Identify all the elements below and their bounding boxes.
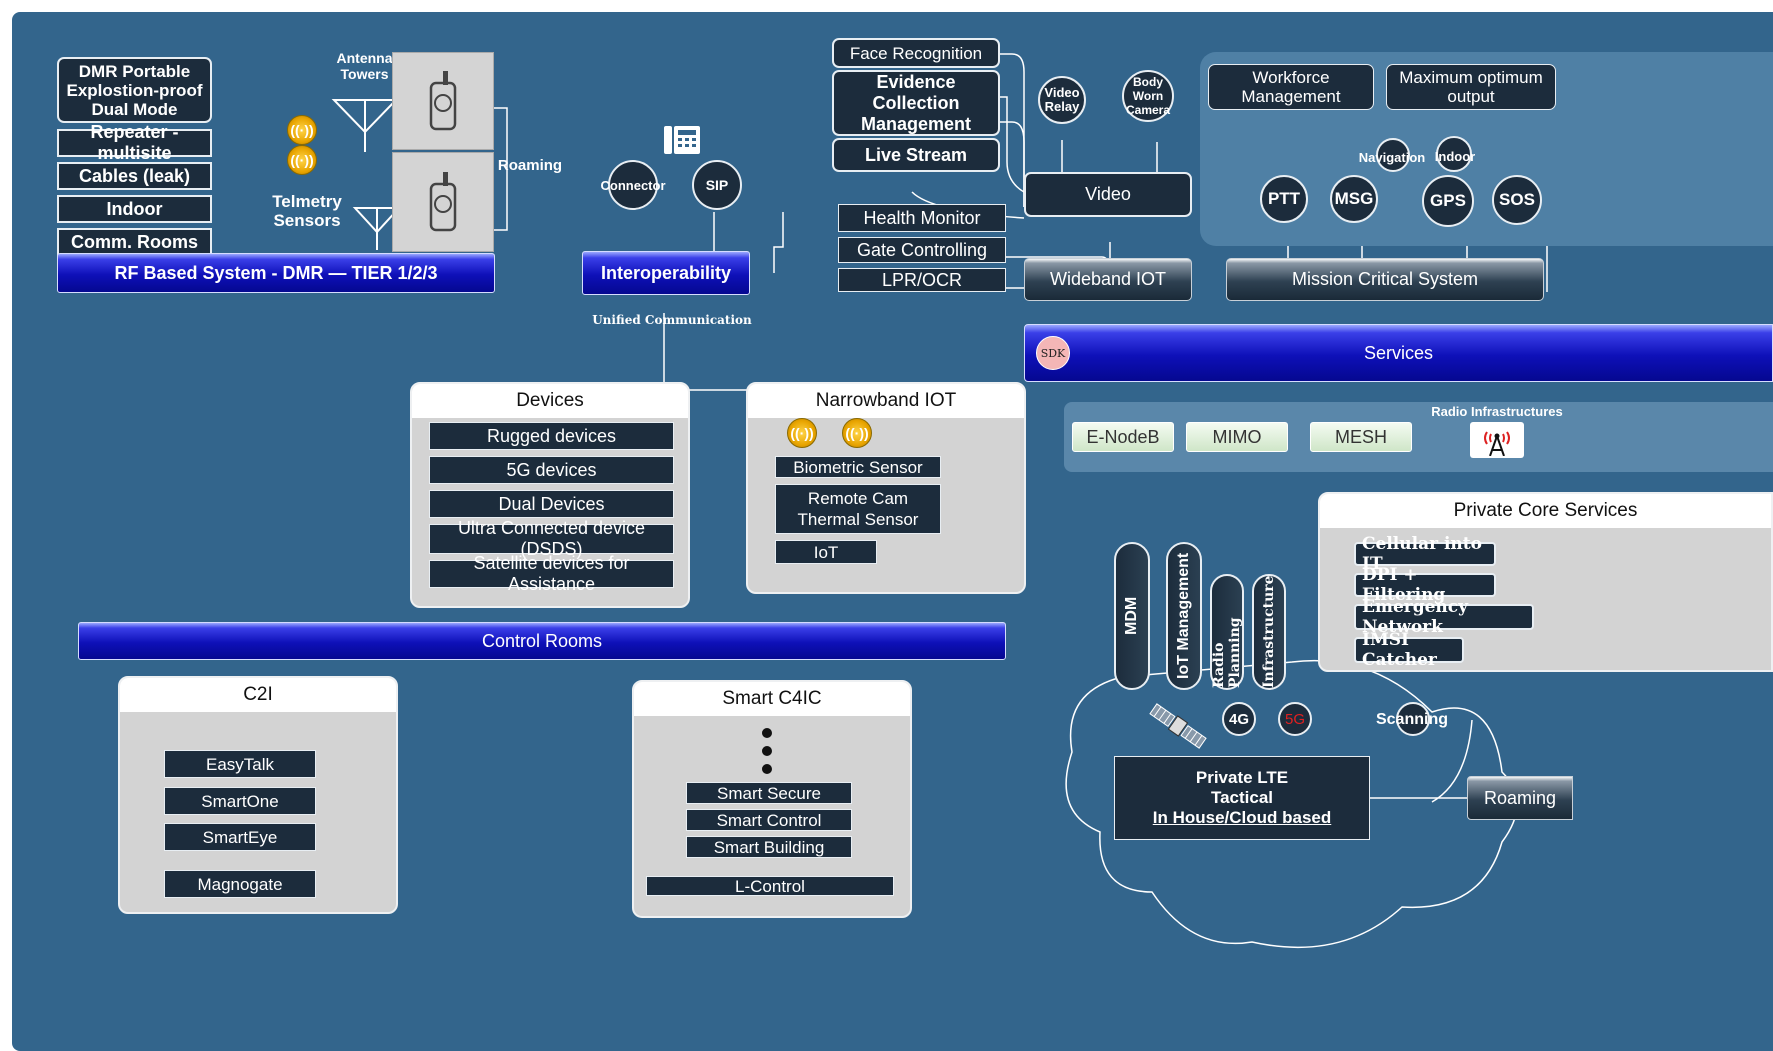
health-monitor-box: Health Monitor xyxy=(838,204,1006,232)
core-item: Cellular into IT xyxy=(1354,534,1496,574)
device-item: Rugged devices xyxy=(429,422,674,450)
radio-handset-icon xyxy=(392,152,494,252)
ptt-node: PTT xyxy=(1260,175,1308,223)
gate-controlling-box: Gate Controlling xyxy=(838,237,1006,263)
private-core-title: Private Core Services xyxy=(1320,494,1771,528)
connector-node: Connector xyxy=(601,160,666,210)
mission-critical-bar: Mission Critical System xyxy=(1226,258,1544,301)
telemetry-sensors-label: Telmetry Sensors xyxy=(272,192,342,230)
tactical-line: Tactical xyxy=(1210,788,1274,807)
msg-node: MSG xyxy=(1330,175,1378,223)
lte-roaming-bar: Roaming xyxy=(1467,776,1573,820)
c2i-item: SmartOne xyxy=(164,787,316,815)
maximum-output-box: Maximum optimum output xyxy=(1386,64,1556,110)
mdm-pill: MDM xyxy=(1114,542,1150,690)
antenna-towers-label: Antenna Towers xyxy=(336,50,393,82)
rf-item-indoor: Indoor xyxy=(57,195,212,223)
services-bar: Services xyxy=(1024,324,1773,382)
c2i-item: EasyTalk xyxy=(164,750,316,778)
radio-planning-pill: Radio Planning xyxy=(1210,574,1244,690)
core-item: Emergency Network xyxy=(1354,597,1534,637)
c4ic-item: Smart Secure xyxy=(686,782,852,804)
infrastructure-pill: Infrastructure xyxy=(1252,574,1286,690)
dmr-portable-box: DMR Portable Explostion-proof Dual Mode xyxy=(57,57,212,123)
4g-node: 4G xyxy=(1222,702,1256,736)
control-rooms-bar: Control Rooms xyxy=(78,622,1006,660)
private-lte-box: Private LTE Tactical In House/Cloud base… xyxy=(1114,756,1370,840)
body-camera-node: Body Worn Camera xyxy=(1122,70,1174,122)
private-lte-line: Private LTE xyxy=(1195,768,1289,787)
enodeb-item: E-NodeB xyxy=(1072,422,1174,452)
cloud-based-link[interactable]: In House/Cloud based xyxy=(1152,808,1332,827)
scanning-node xyxy=(1396,702,1430,736)
smart-c4ic-title: Smart C4IC xyxy=(634,682,910,716)
remote-cam-box: Remote Cam Thermal Sensor xyxy=(775,484,941,534)
core-item: IMSI Catcher xyxy=(1354,630,1464,670)
core-item: DPI + Filtering xyxy=(1354,565,1496,605)
iot-management-pill: IoT Management xyxy=(1166,542,1202,690)
rf-item-comm-rooms: Comm. Rooms xyxy=(57,228,212,256)
live-stream-box: Live Stream xyxy=(832,138,1000,172)
evidence-collection-box: Evidence Collection Management xyxy=(832,70,1000,136)
telemetry-sensor-icon: ((·)) xyxy=(287,145,317,175)
iot-sensor-icon: ((·)) xyxy=(842,418,872,448)
unified-communication-label: Unified Communication xyxy=(592,313,752,327)
video-box: Video xyxy=(1024,172,1192,217)
satellite-icon xyxy=(1146,700,1210,752)
devices-title: Devices xyxy=(412,384,688,418)
5g-node: 5G xyxy=(1278,702,1312,736)
indoor-label: Indoor xyxy=(1434,149,1476,164)
telemetry-sensor-icon: ((·)) xyxy=(287,115,317,145)
c2i-title: C2I xyxy=(120,678,396,712)
navigation-node xyxy=(1376,138,1410,172)
rf-item-cables: Cables (leak) xyxy=(57,162,212,190)
navigation-label: Navigation xyxy=(1358,150,1426,165)
c2i-item: Magnogate xyxy=(164,870,316,898)
rf-item-repeater: Repeater - multisite xyxy=(57,122,212,163)
face-recognition-box: Face Recognition xyxy=(832,38,1000,68)
c4ic-item: Smart Control xyxy=(686,809,852,831)
scanning-label: Scanning xyxy=(1375,711,1448,728)
device-item: 5G devices xyxy=(429,456,674,484)
c4ic-item: Smart Building xyxy=(686,836,852,858)
diagram-canvas: DMR Portable Explostion-proof Dual Mode … xyxy=(12,12,1773,1051)
interoperability-bar: Interoperability xyxy=(582,251,750,295)
device-item: Ultra Connected device (DSDS) xyxy=(429,518,674,559)
rf-dmr-bar: RF Based System - DMR — TIER 1/2/3 xyxy=(57,253,495,293)
iot-sensor-icon: ((·)) xyxy=(787,418,817,448)
radio-infrastructures-label: Radio Infrastructures xyxy=(1431,404,1563,419)
gps-node: GPS xyxy=(1422,175,1474,227)
radio-handset-icon xyxy=(392,52,494,150)
device-item: Satellite devices for Assistance xyxy=(429,553,674,594)
rf-roaming-label: Roaming xyxy=(497,157,563,174)
lte-cloud xyxy=(1065,659,1518,948)
mesh-item: MESH xyxy=(1310,422,1412,452)
wideband-iot-bar: Wideband IOT xyxy=(1024,258,1192,301)
c2i-item: SmartEye xyxy=(164,823,316,851)
l-control-box: L-Control xyxy=(646,876,894,896)
narrowband-iot-title: Narrowband IOT xyxy=(748,384,1024,418)
iot-box: IoT xyxy=(775,540,877,564)
indoor-node xyxy=(1436,136,1472,172)
workforce-management-box: Workforce Management xyxy=(1208,64,1374,110)
video-relay-node: Video Relay xyxy=(1038,76,1086,124)
phone-icon xyxy=(662,122,702,158)
mimo-item: MIMO xyxy=(1186,422,1288,452)
more-dots-icon xyxy=(760,726,774,776)
biometric-sensor-box: Biometric Sensor xyxy=(775,456,941,478)
lpr-ocr-box: LPR/OCR xyxy=(838,268,1006,292)
radio-infrastructures-group xyxy=(1064,402,1773,472)
radio-tower-icon xyxy=(1470,422,1524,458)
sip-node: SIP xyxy=(692,160,742,210)
device-item: Dual Devices xyxy=(429,490,674,518)
sos-node: SOS xyxy=(1492,175,1542,225)
sdk-badge: SDK xyxy=(1036,336,1070,370)
